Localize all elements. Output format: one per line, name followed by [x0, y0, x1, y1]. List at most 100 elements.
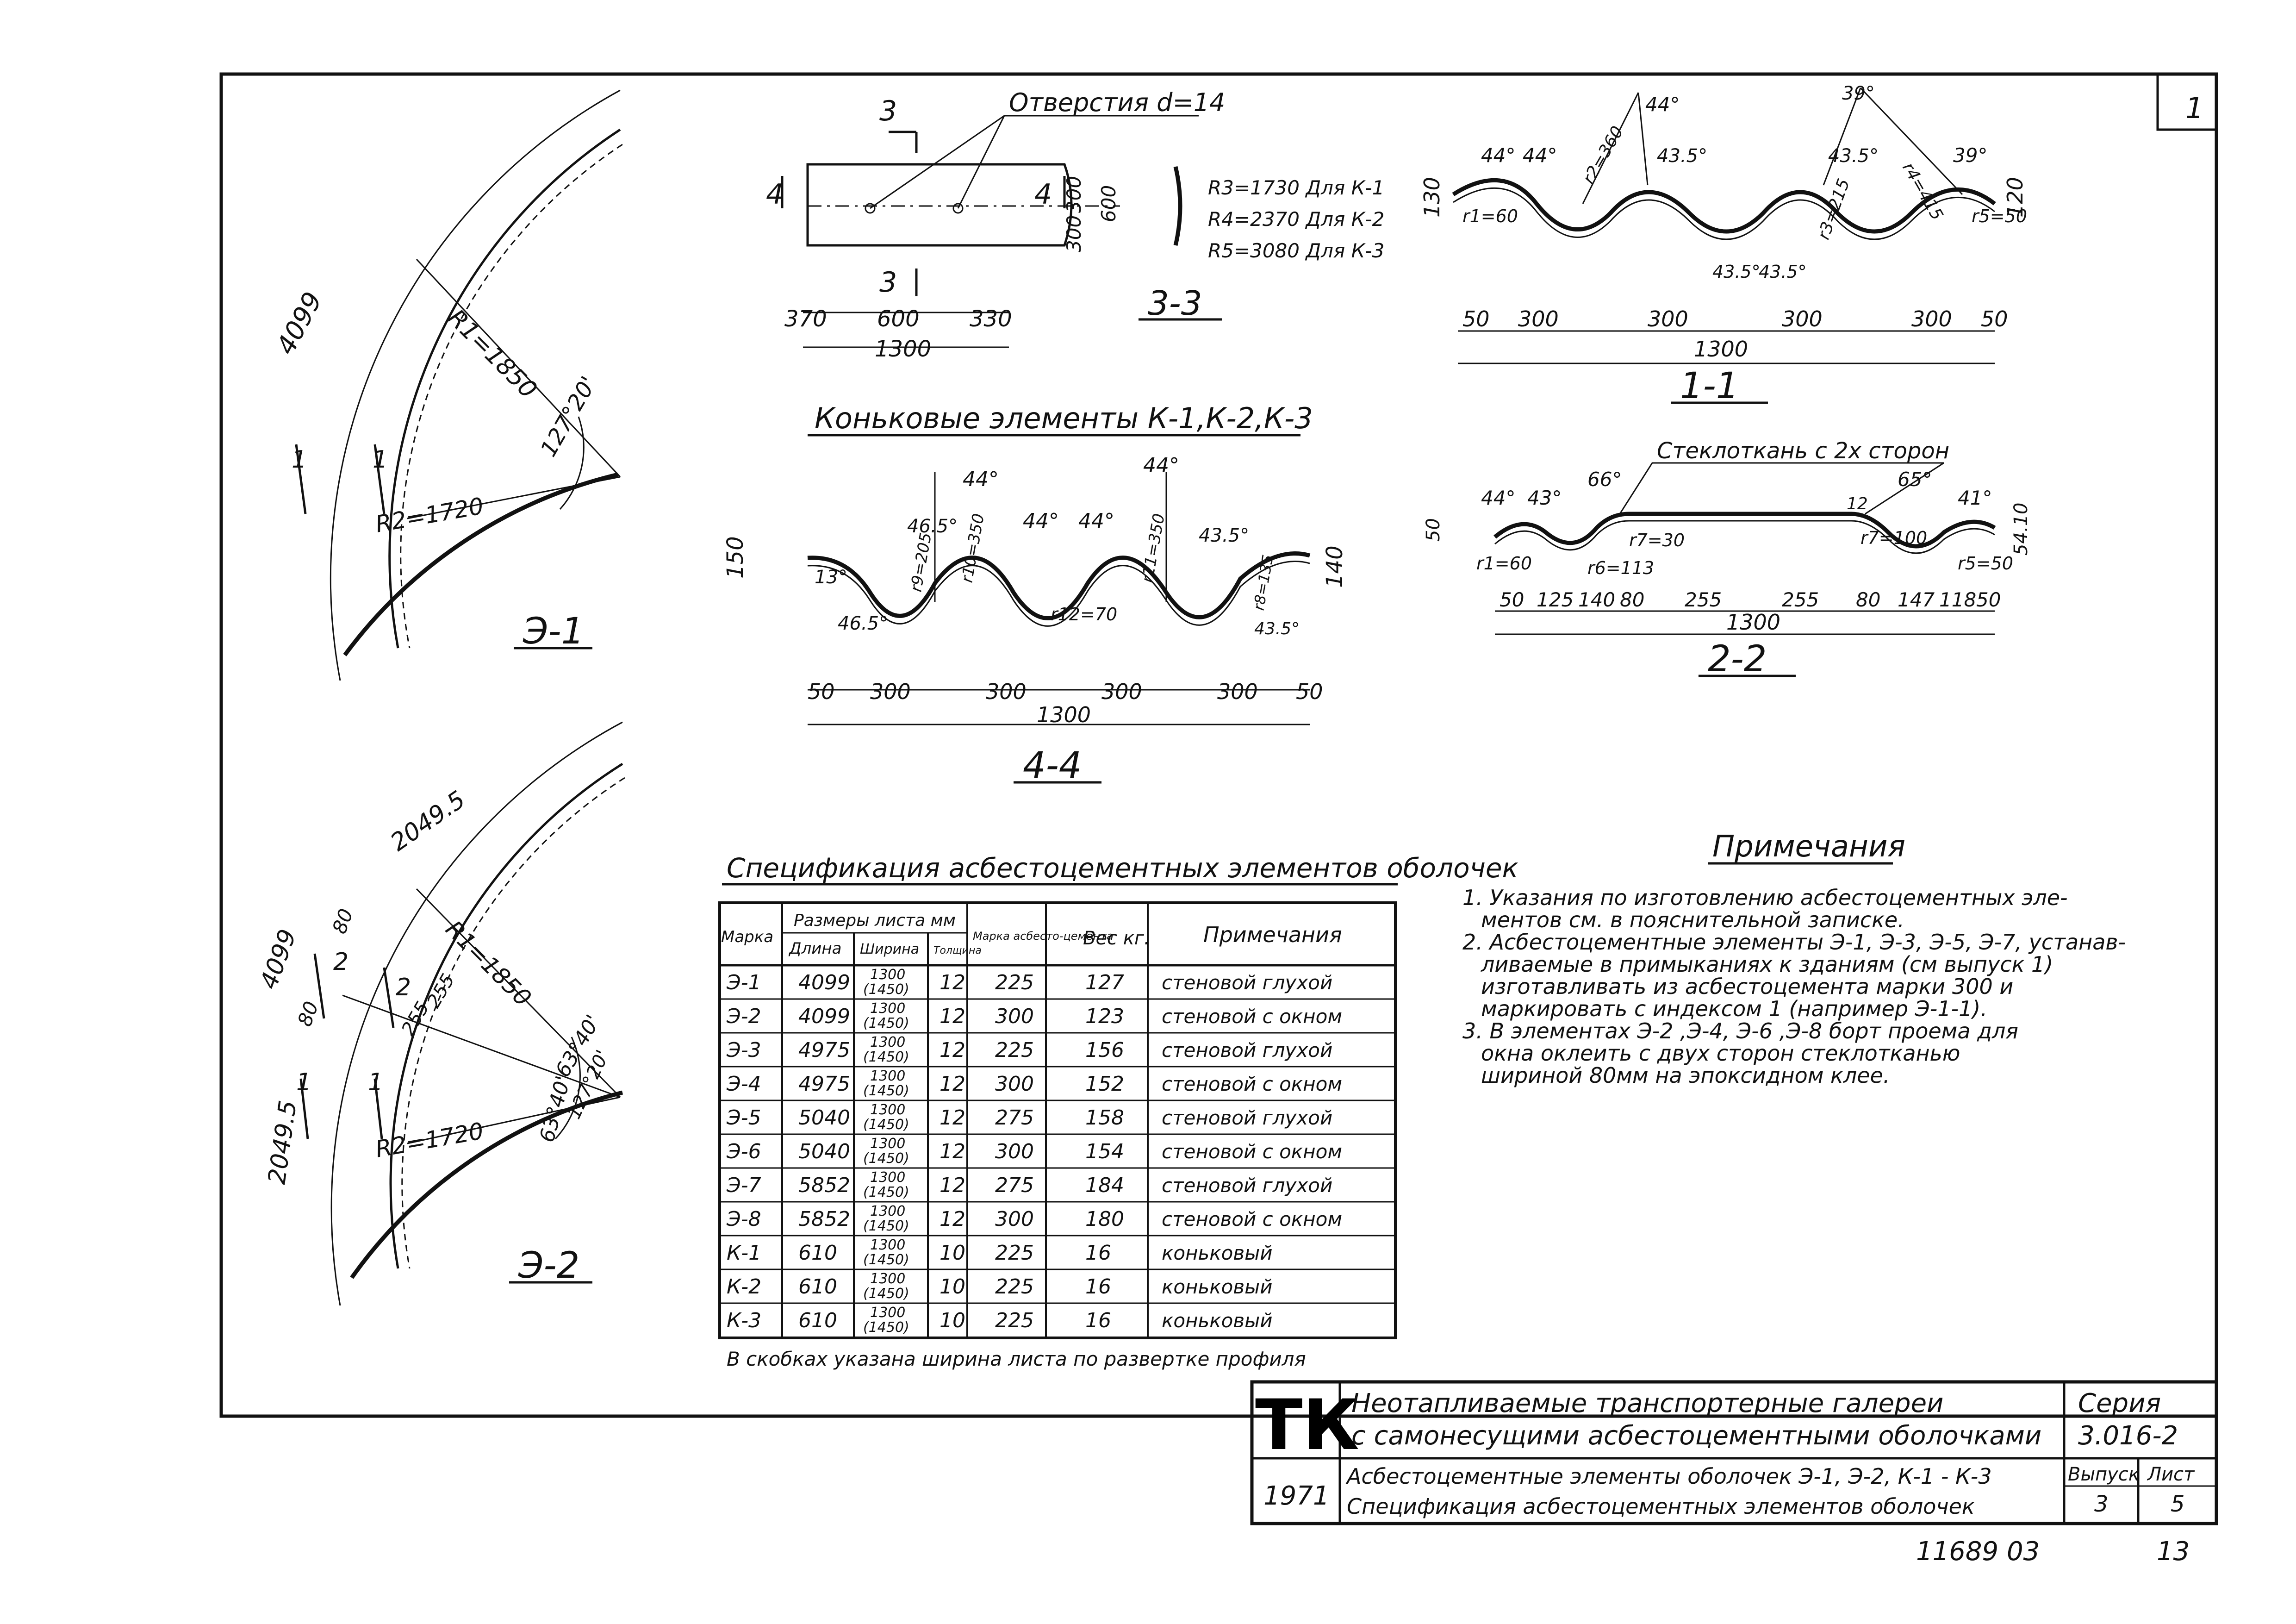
- sec11-r-2: r3=215: [1814, 176, 1854, 242]
- spec-cell-cem: 225: [995, 1241, 1034, 1265]
- tb-sub2: Спецификация асбестоцементных элементов …: [1347, 1494, 1975, 1519]
- spec-cell-cem: 300: [995, 1072, 1034, 1096]
- spec-title: Спецификация асбестоцементных элементов …: [727, 852, 1518, 884]
- e2-dim-length: 4099: [255, 926, 302, 993]
- spec-cell-width2: (1450): [863, 1252, 909, 1268]
- e1-sec-mark-r: [373, 444, 386, 514]
- spec-cell-wt: 16: [1085, 1275, 1111, 1299]
- sec44-r-4: r8=135: [1250, 553, 1277, 612]
- spec-h-mark: Марка: [721, 928, 773, 946]
- e2-r2: R2=1720: [373, 1118, 485, 1163]
- spec-cell-mark: К-2: [727, 1275, 761, 1299]
- plan-r5: R5=3080 Для К-3: [1208, 239, 1384, 262]
- e2-sec-mark-d: [373, 1078, 383, 1139]
- sec22-angle-3: 65°: [1898, 468, 1932, 491]
- sec22-d3: 80: [1620, 588, 1644, 611]
- sec44-angle-8: 43.5°: [1254, 619, 1300, 638]
- spec-cell-cem: 225: [995, 1038, 1034, 1062]
- e1-sec-mark-l: [295, 444, 307, 514]
- sec11-angle-8: 39°: [1953, 144, 1987, 167]
- sec44-profile-inner: [807, 561, 1310, 627]
- spec-cell-wt: 180: [1085, 1207, 1124, 1231]
- sec44-angle-1: 44°: [1023, 509, 1059, 533]
- spec-cell-mark: Э-5: [726, 1106, 761, 1130]
- sec11-ray-b: [1637, 92, 1649, 186]
- spec-h-weight: Вес кг.: [1083, 928, 1150, 949]
- e1-r1: R1=1850: [442, 304, 542, 404]
- spec-cell-length: 5852: [798, 1207, 850, 1231]
- holes-leader-b: [957, 115, 1005, 209]
- spec-cell-wt: 16: [1085, 1309, 1111, 1332]
- note-line: 3. В элементах Э-2 ,Э-4, Э-6 ,Э-8 борт п…: [1462, 1018, 2018, 1043]
- sec44-d3: 300: [1101, 679, 1142, 704]
- spec-cell-cem: 300: [995, 1005, 1034, 1028]
- sec4-right: 4: [1034, 178, 1052, 211]
- sec22-d2: 140: [1578, 588, 1615, 611]
- holes-leader-a: [870, 115, 1005, 209]
- e1-r2: R2=1720: [373, 493, 485, 538]
- spec-cell-cem: 225: [995, 971, 1034, 994]
- sec22-angle-0: 44°: [1481, 487, 1515, 509]
- spec-cell-width2: (1450): [863, 1117, 909, 1133]
- spec-cell-length: 610: [798, 1309, 837, 1332]
- spec-grid: [720, 903, 1395, 1337]
- note-line: 1. Указания по изготовлению асбестоцемен…: [1462, 885, 2068, 910]
- sec11-ray-d: [1860, 87, 1963, 195]
- sec44-d4: 300: [1217, 679, 1258, 704]
- sec22-r-1: r7=30: [1629, 530, 1685, 550]
- spec-h-cem: Марка асбесто-цемента: [973, 930, 1114, 943]
- spec-cell-mark: Э-8: [726, 1207, 761, 1231]
- e1-dim-length: 4099: [271, 287, 328, 359]
- sheet-frame: [219, 72, 2218, 1418]
- spec-cell-thk: 10: [940, 1275, 965, 1299]
- plan-label: 3-3: [1148, 284, 1202, 323]
- sec44-angle-3: 44°: [1143, 454, 1179, 477]
- e1-radius-line: [416, 258, 621, 478]
- sec11-angle-6: 43.5°: [1828, 145, 1879, 167]
- sec44-r-3: r12=70: [1051, 604, 1117, 625]
- spec-footnote: В скобках указана ширина листа по развер…: [727, 1348, 1306, 1370]
- spec-cell-thk: 10: [940, 1309, 965, 1332]
- plan-d370: 370: [784, 306, 827, 332]
- sheet-number-box: [2156, 73, 2218, 131]
- title-block: ТК Неотапливаемые транспортерные галереи…: [1250, 1380, 2218, 1567]
- sec22-d6: 80: [1856, 588, 1880, 611]
- spec-cell-width: 1300: [870, 1136, 905, 1152]
- spec-cell-thk: 12: [940, 1140, 965, 1163]
- e2-sec-d: 1: [368, 1068, 383, 1096]
- spec-cell-cem: 300: [995, 1207, 1034, 1231]
- sec11-angle-3: 43.5°: [1657, 145, 1707, 167]
- sec22-glass-leader-a: [1619, 462, 1653, 514]
- view-2-2: Стеклоткань с 2х сторон 44° 43° 66° 65° …: [1423, 438, 2032, 680]
- sec11-profile-inner: [1453, 187, 1995, 240]
- sec11-angle-2: 44°: [1645, 93, 1680, 116]
- sec44-label: 4-4: [1023, 745, 1082, 787]
- spec-cell-thk: 12: [940, 1005, 965, 1028]
- sec44-angle-7: 46.5°: [838, 613, 888, 634]
- sec22-r-2: r6=113: [1587, 558, 1654, 578]
- sec11-r-0: r1=60: [1462, 206, 1518, 226]
- spec-cell-thk: 12: [940, 1038, 965, 1062]
- spec-cell-cem: 225: [995, 1309, 1034, 1332]
- spec-cell-length: 5040: [798, 1140, 850, 1163]
- spec-cell-thk: 12: [940, 971, 965, 994]
- note-line: маркировать с индексом 1 (например Э-1-1…: [1481, 996, 1987, 1021]
- spec-cell-cem: 275: [995, 1106, 1034, 1130]
- sec3-top: 3: [879, 95, 897, 127]
- sec22-total: 1300: [1726, 610, 1780, 635]
- sec44-d0: 50: [808, 679, 835, 704]
- tb-archive: 11689 03: [1916, 1537, 2040, 1567]
- spec-cell-width2: (1450): [863, 1049, 909, 1065]
- spec-cell-width: 1300: [870, 1102, 905, 1118]
- sec11-h130: 130: [1419, 177, 1444, 218]
- spec-cell-mark: Э-3: [726, 1038, 761, 1062]
- e2-sec-mark-a: [313, 953, 325, 1019]
- spec-cell-length: 4099: [798, 1005, 850, 1028]
- sec22-label: 2-2: [1708, 638, 1767, 680]
- view-e2: 2049.5 4099 2049.5 R1=1850 R2=1720 63°40…: [255, 721, 625, 1306]
- spec-cell-mark: Э-6: [726, 1140, 761, 1163]
- e2-dim-arc: [330, 721, 623, 1306]
- sec11-angle-0: 44°: [1481, 144, 1515, 167]
- sec22-glass-leader-b: [1865, 462, 1944, 515]
- sec44-angle-2: 44°: [1078, 509, 1114, 533]
